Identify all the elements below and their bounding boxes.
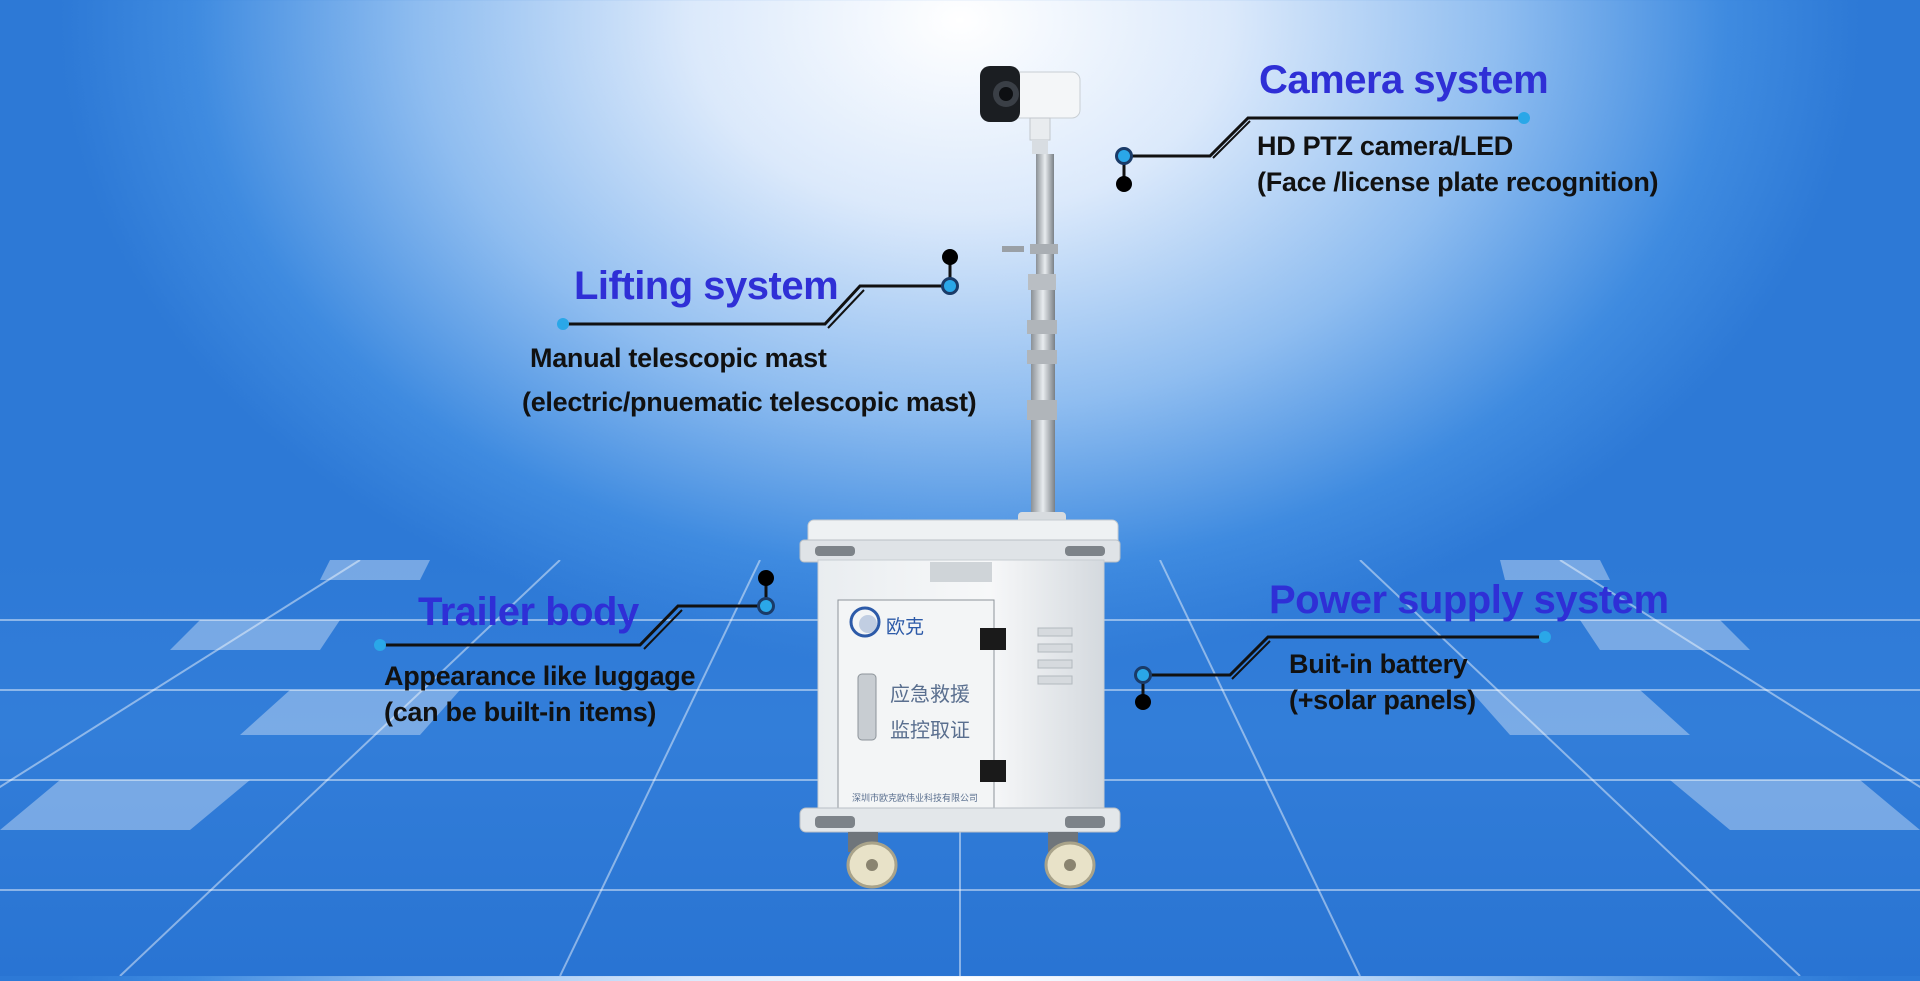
power-title: Power supply system: [1269, 578, 1669, 622]
power-desc-line2: (+solar panels): [1289, 685, 1476, 715]
camera-connector-dot: [1115, 147, 1133, 165]
device-label-1: 应急救援: [890, 682, 970, 706]
lifting-end-dot: [557, 318, 569, 330]
camera-end-dot: [1518, 112, 1530, 124]
lifting-title: Lifting system: [574, 264, 839, 308]
camera-desc-line2: (Face /license plate recognition): [1257, 167, 1659, 197]
power-anchor-dot: [1135, 694, 1151, 710]
trailer-connector-dot: [757, 597, 775, 615]
lifting-connector-dot: [941, 277, 959, 295]
lifting-desc-line1: Manual telescopic mast: [530, 343, 827, 373]
mast-upper: [1036, 154, 1054, 274]
trailer-end-dot: [374, 639, 386, 651]
power-desc-line1: Buit-in battery: [1289, 649, 1468, 679]
trailer-title: Trailer body: [418, 590, 639, 634]
trailer-desc-line2: (can be built-in items): [384, 697, 657, 727]
floor-grid: [0, 559, 1920, 977]
device-brand: 欧克: [886, 616, 925, 638]
power-connector-dot: [1134, 666, 1152, 684]
device-company: 深圳市欧克欧伟业科技有限公司: [852, 794, 979, 804]
lifting-desc-line2: (electric/pnuematic telescopic mast): [522, 387, 977, 417]
camera-desc-line1: HD PTZ camera/LED: [1257, 131, 1513, 161]
camera-title: Camera system: [1259, 58, 1549, 102]
lifting-anchor-dot: [942, 249, 958, 265]
camera-anchor-dot: [1116, 176, 1132, 192]
brand-logo-icon: [849, 606, 881, 638]
trailer-anchor-dot: [758, 570, 774, 586]
power-end-dot: [1539, 631, 1551, 643]
device-label-2: 监控取证: [890, 718, 970, 742]
camera-icon: [980, 66, 1081, 154]
trailer-desc-line1: Appearance like luggage: [384, 661, 696, 691]
